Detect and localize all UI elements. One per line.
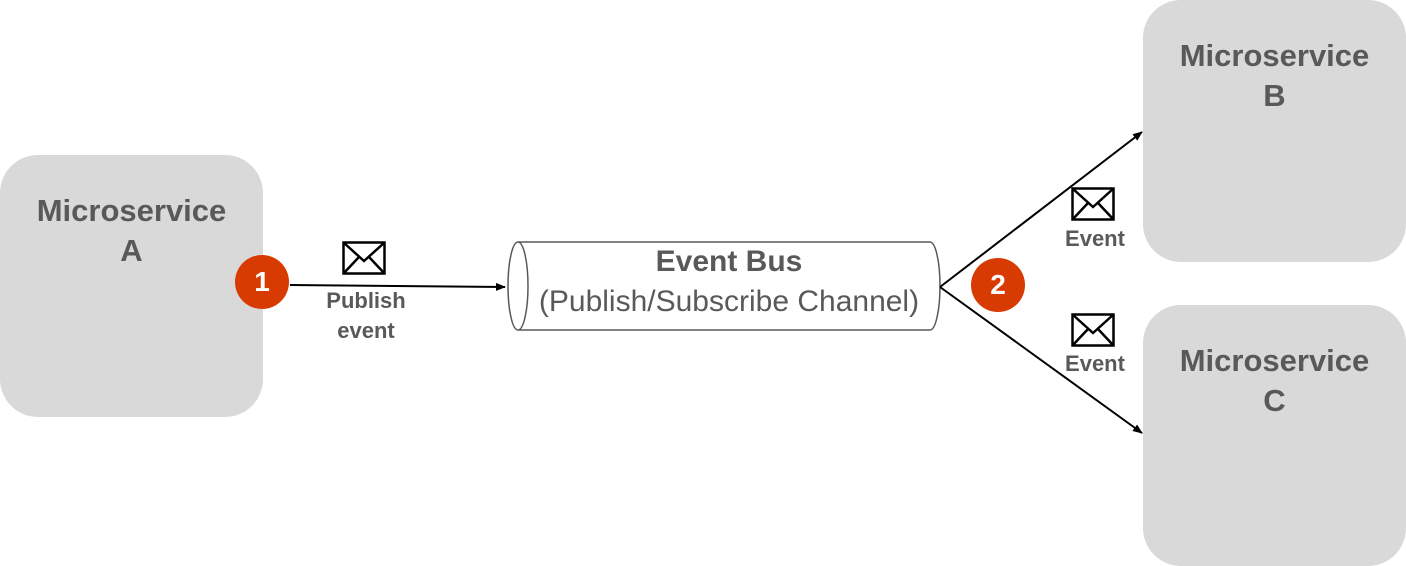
event-arrow-to-c [939, 286, 1143, 434]
microservice-c-letter: C [1263, 383, 1286, 418]
microservice-a-letter: A [120, 233, 143, 268]
microservice-b-box: Microservice B [1143, 0, 1406, 262]
microservice-b-label: Microservice [1179, 38, 1370, 73]
publish-label-line1: Publish [326, 288, 406, 313]
event-label-to-c: Event [1065, 351, 1125, 376]
event-bus-subtitle: (Publish/Subscribe Channel) [538, 285, 920, 318]
publish-arrow [289, 282, 506, 291]
event-arrow-to-b [939, 131, 1143, 288]
microservice-a-label: Microservice [36, 193, 227, 228]
microservice-a-box: Microservice A [0, 155, 263, 417]
envelope-icon [1071, 313, 1115, 347]
microservice-c-box: Microservice C [1143, 305, 1406, 566]
step-2-badge: 2 [971, 258, 1025, 312]
step-1-badge: 1 [235, 255, 289, 309]
microservice-b-letter: B [1263, 78, 1286, 113]
envelope-icon [342, 241, 386, 275]
microservice-c-label: Microservice [1179, 343, 1370, 378]
event-bus-title: Event Bus [655, 245, 803, 278]
publish-label-line2: event [337, 318, 395, 343]
publish-event-label: Publish event [300, 286, 432, 346]
event-label-to-b: Event [1065, 226, 1125, 251]
envelope-icon [1071, 187, 1115, 221]
